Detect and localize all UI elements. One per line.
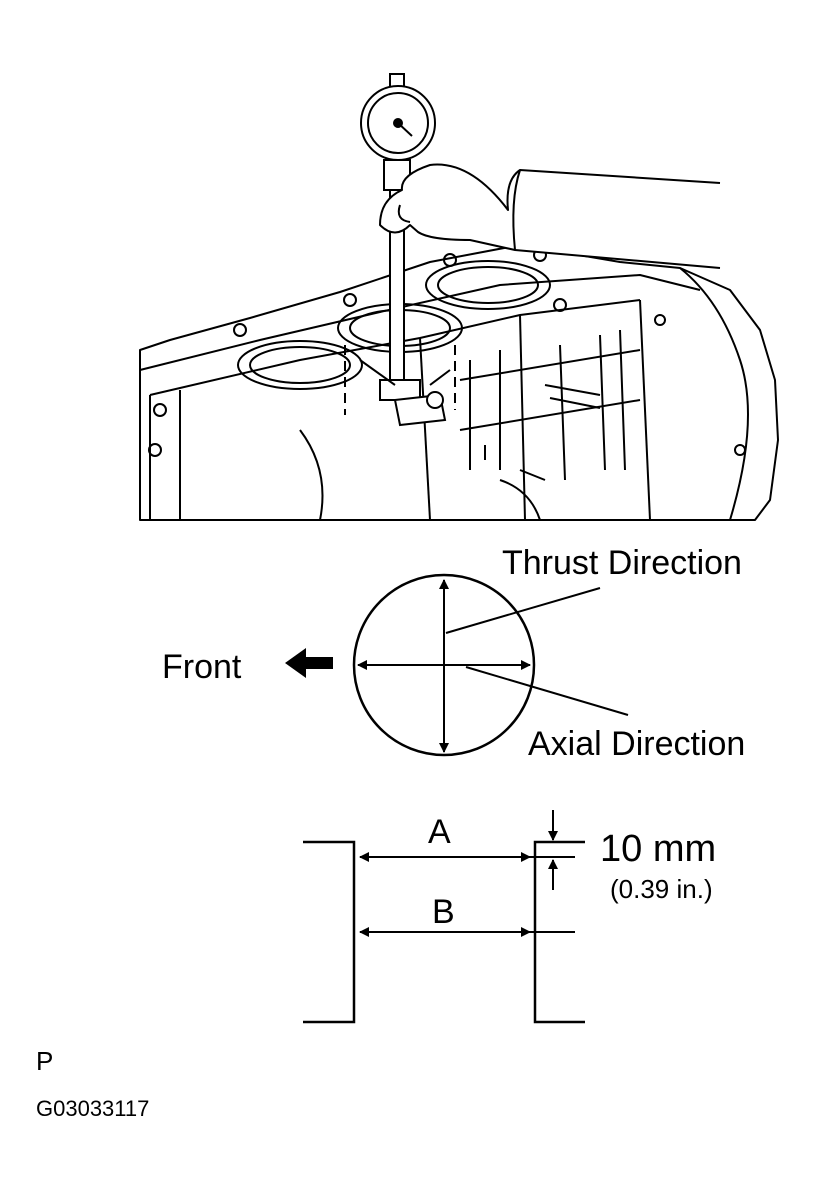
figure-code: G03033117 [36,1096,150,1121]
direction-circle-diagram [352,573,629,757]
b-label: B [432,893,455,931]
thrust-leader-line [445,587,601,634]
dimension-in-label: (0.39 in.) [610,874,713,904]
cylinder-bore-circle [352,573,536,757]
axial-leader-line [465,666,629,716]
front-label: Front [162,648,242,686]
page-letter: P [36,1046,54,1076]
front-arrow-icon [285,648,333,678]
dimension-mm-label: 10 mm [600,828,717,870]
measurement-position-diagram [303,810,585,1024]
axial-direction-label: Axial Direction [528,725,746,763]
hand-illustration [379,163,721,269]
thrust-direction-label: Thrust Direction [502,544,742,582]
bore-gauge-illustration [359,73,451,427]
engine-block-illustration [139,244,779,521]
a-label: A [428,813,451,851]
left-bore-wall [303,840,356,1024]
